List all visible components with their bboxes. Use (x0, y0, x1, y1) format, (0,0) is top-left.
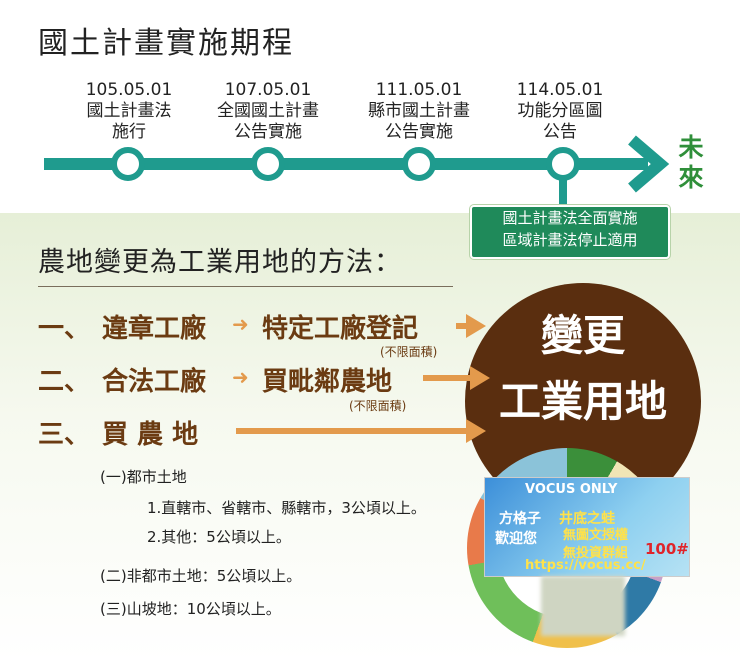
future-char: 來 (678, 163, 704, 192)
detail-slope: (三)山坡地：10公頃以上。 (100, 600, 281, 618)
arrow-head (470, 366, 490, 390)
area-note: (不限面積) (380, 345, 438, 359)
timeline-node (402, 147, 436, 181)
section-heading: 農地變更為工業用地的方法： (38, 247, 402, 278)
milestone-label: 施行 (112, 122, 146, 142)
milestone-label: 公告實施 (385, 122, 453, 142)
detail-non-urban: (二)非都市土地：5公頃以上。 (100, 567, 302, 585)
milestone-4: 114.05.01 功能分區圖 公告 (485, 80, 635, 143)
timeline-arrowhead (628, 135, 670, 193)
timeline-node (251, 147, 285, 181)
method-number: 一、 (38, 314, 91, 344)
method-number: 三、 (38, 420, 91, 450)
method-to: 買毗鄰農地 (262, 367, 393, 397)
watermark-text: 無圖文授權 (563, 528, 629, 543)
watermark-text: 歡迎您 (495, 531, 537, 547)
method-number: 二、 (38, 367, 91, 397)
watermark-banner: VOCUS ONLY 方格子 井底之蛙 歡迎您 無圖文授權 無投資群組 100#… (484, 477, 690, 577)
milestone-label: 公告 (543, 122, 577, 142)
future-label: 未 來 (674, 133, 708, 193)
watermark-text: https://vocus.cc/ (525, 558, 646, 573)
arrow-shaft (236, 428, 470, 434)
milestone-label: 功能分區圖 (517, 101, 603, 121)
method-from: 買 農 地 (102, 420, 199, 450)
result-line: 變更 (540, 311, 625, 360)
blurred-region (541, 576, 625, 636)
arrow-head (466, 314, 486, 338)
milestone-label: 國土計畫法 (86, 101, 172, 121)
small-arrow-icon: ➜ (232, 312, 249, 336)
milestone-label: 公告實施 (234, 122, 302, 142)
watermark-text: 井底之蛙 (559, 511, 615, 527)
method-from: 違章工廠 (102, 314, 207, 344)
watermark-text: 無投資群組 (563, 546, 629, 561)
milestone-1: 105.05.01 國土計畫法 施行 (54, 80, 204, 143)
method-from: 合法工廠 (102, 367, 207, 397)
notice-line: 區域計畫法停止適用 (502, 231, 638, 249)
heading-underline (38, 286, 453, 287)
milestone-date: 107.05.01 (224, 80, 312, 100)
detail-urban: (一)都市土地 (100, 468, 187, 486)
milestone-2: 107.05.01 全國國土計畫 公告實施 (193, 80, 343, 143)
timeline-node (111, 147, 145, 181)
milestone-date: 111.05.01 (375, 80, 463, 100)
timeline-node (546, 147, 580, 181)
milestone-3: 111.05.01 縣市國土計畫 公告實施 (344, 80, 494, 143)
watermark-text: VOCUS ONLY (525, 482, 618, 497)
result-line: 工業用地 (498, 377, 667, 426)
milestone-label: 全國國土計畫 (217, 101, 319, 121)
watermark-text: 100# (645, 540, 689, 558)
watermark-text: 方格子 (499, 511, 541, 527)
arrow-shaft (456, 323, 470, 329)
milestone-date: 105.05.01 (85, 80, 173, 100)
milestone-label: 縣市國土計畫 (368, 101, 470, 121)
detail-urban-1: 1.直轄市、省轄市、縣轄市，3公頃以上。 (147, 499, 426, 517)
milestone-date: 114.05.01 (516, 80, 604, 100)
arrow-shaft (423, 375, 473, 381)
small-arrow-icon: ➜ (232, 365, 249, 389)
method-to: 特定工廠登記 (262, 314, 419, 344)
detail-urban-2: 2.其他：5公頃以上。 (147, 528, 291, 546)
arrow-head (466, 419, 486, 443)
notice-box: 國土計畫法全面實施 區域計畫法停止適用 (470, 205, 670, 259)
future-char: 未 (678, 133, 704, 162)
area-note: (不限面積) (349, 399, 407, 413)
notice-line: 國土計畫法全面實施 (502, 209, 638, 227)
page-title: 國土計畫實施期程 (38, 26, 294, 61)
